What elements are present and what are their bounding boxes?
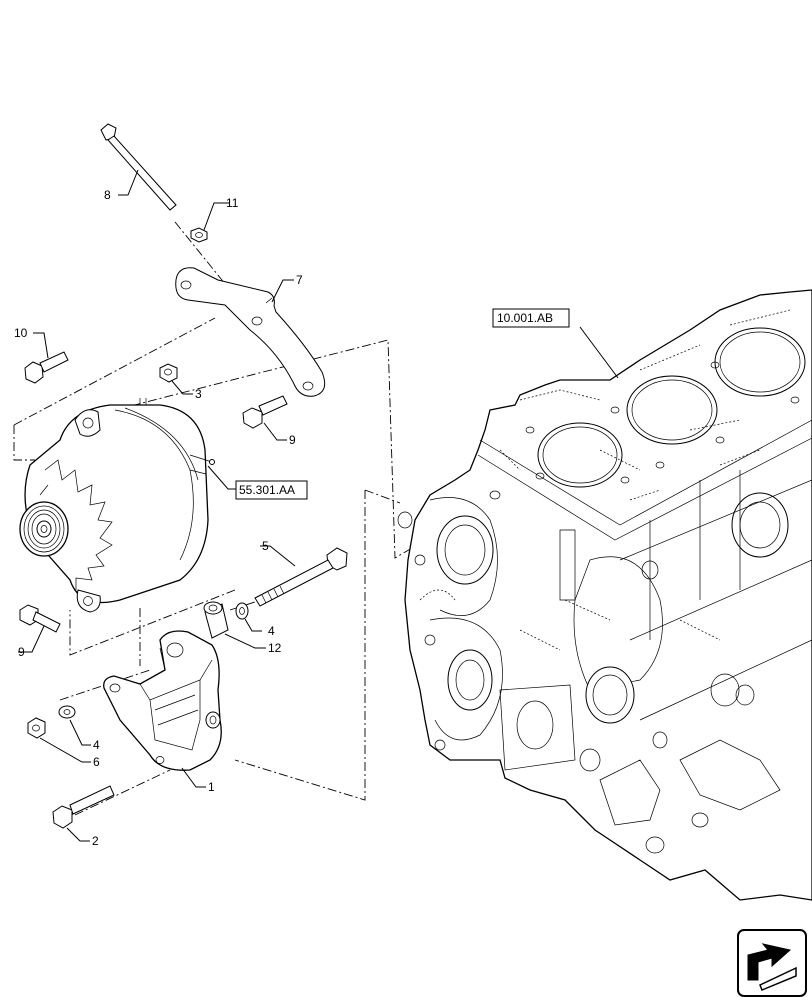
bolt-part-9-upper	[242, 395, 288, 429]
bushing-part-12	[203, 601, 229, 639]
alternator	[19, 398, 215, 613]
reference-box-alternator[interactable]: 55.301.AA	[235, 480, 308, 500]
callout-12: 12	[268, 641, 282, 655]
washer-part-4-upper	[235, 602, 249, 620]
bracket-part-7	[175, 267, 326, 397]
reference-label-engine-block: 10.001.AB	[497, 311, 553, 325]
bolt-part-2	[52, 785, 115, 829]
reference-label-alternator: 55.301.AA	[239, 483, 295, 497]
leader-lines	[18, 169, 619, 842]
nut-part-6	[27, 717, 46, 739]
callout-7: 7	[296, 273, 303, 287]
engine-block	[397, 289, 812, 901]
callout-10: 10	[14, 326, 28, 340]
callout-11: 11	[226, 196, 239, 210]
callout-3: 3	[195, 387, 202, 401]
callout-8: 8	[104, 188, 111, 202]
washer-part-4-lower	[58, 705, 76, 719]
bolt-part-9-lower	[19, 604, 61, 633]
callout-9-upper: 9	[289, 433, 296, 447]
callout-4-upper: 4	[268, 624, 275, 638]
callout-9-lower: 9	[18, 645, 25, 659]
callout-4-lower: 4	[93, 738, 100, 752]
callouts: 8 11 7 10 3 9 5 4 12 9 4 6 1 2	[14, 188, 303, 848]
long-bolt-part-8	[100, 123, 177, 211]
bolt-part-5	[254, 547, 348, 607]
callout-2: 2	[92, 834, 99, 848]
nut-part-3	[159, 363, 178, 383]
bolt-part-10	[24, 351, 69, 384]
nut-part-11	[190, 227, 208, 243]
reference-box-engine-block[interactable]: 10.001.AB	[492, 308, 570, 328]
callout-1: 1	[208, 780, 215, 794]
callout-5: 5	[262, 539, 269, 553]
callout-6: 6	[93, 755, 100, 769]
mounting-bracket-part-1	[103, 630, 222, 771]
back-arrow-icon[interactable]	[737, 929, 807, 997]
